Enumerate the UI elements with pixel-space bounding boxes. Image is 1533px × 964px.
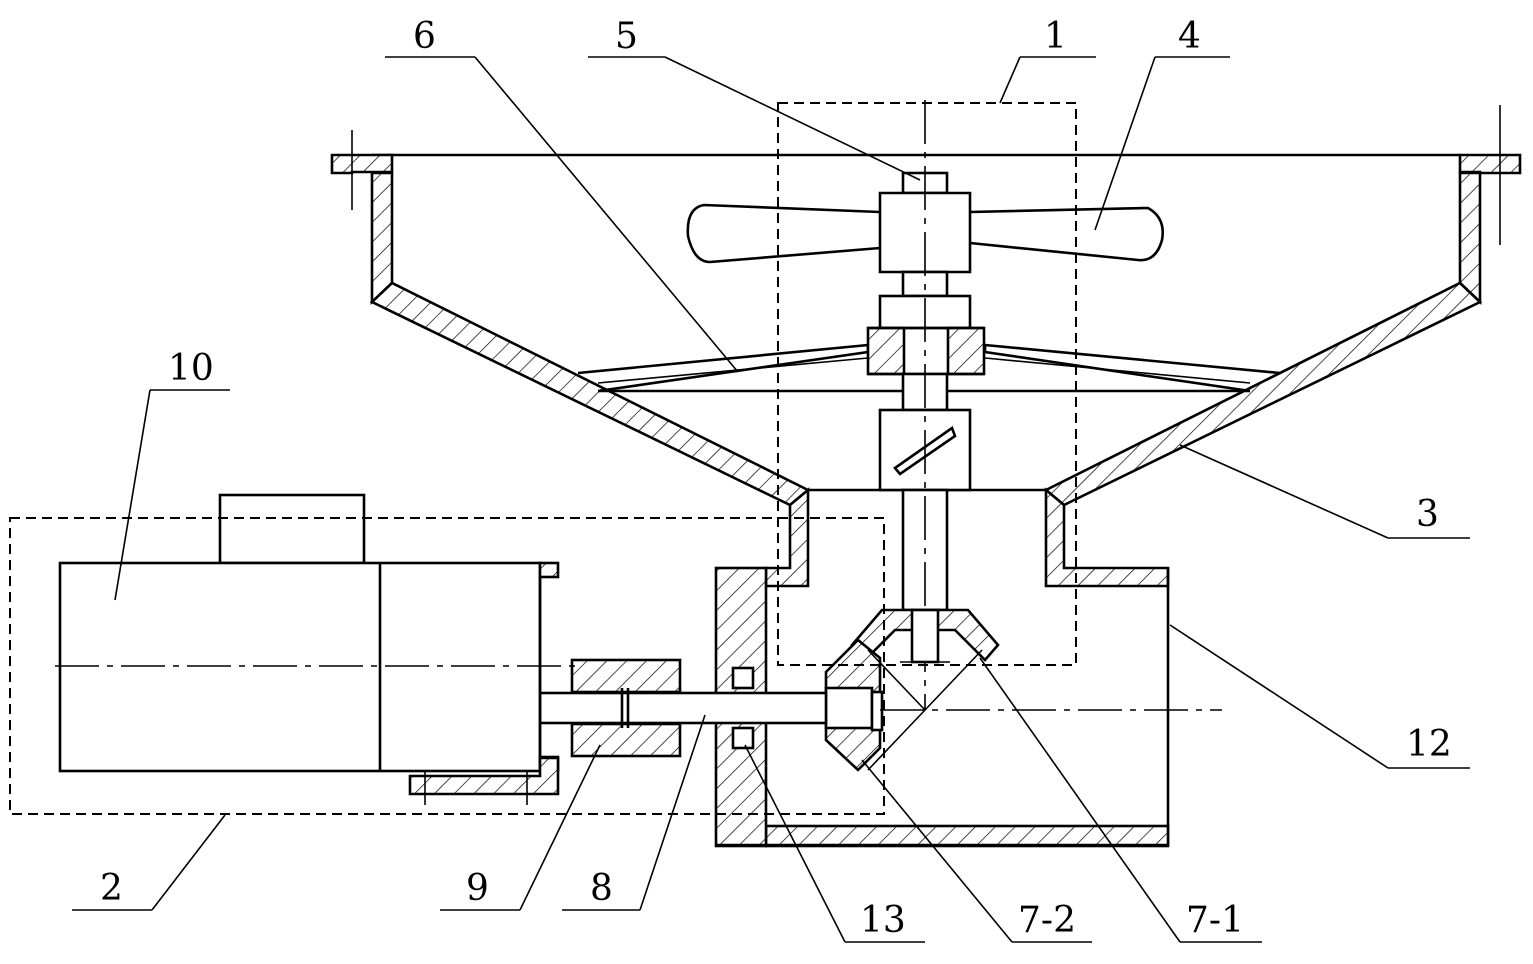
bevel-gears <box>824 608 1222 772</box>
label-6: 6 <box>413 16 436 57</box>
label-8: 8 <box>590 868 613 909</box>
label-1: 1 <box>1044 16 1067 57</box>
label-12: 12 <box>1406 724 1452 765</box>
leader-lines <box>72 56 1470 943</box>
motor <box>55 493 575 805</box>
label-5: 5 <box>615 16 638 57</box>
dashed-outlines <box>9 102 1077 815</box>
label-13: 13 <box>860 900 906 941</box>
label-3: 3 <box>1416 494 1439 535</box>
hopper <box>330 105 1522 588</box>
labels: 6 5 1 4 10 3 12 2 9 8 13 7-2 7-1 <box>100 16 1452 941</box>
drive-shaft <box>538 658 828 758</box>
label-7-1: 7-1 <box>1186 900 1244 941</box>
label-4: 4 <box>1178 16 1201 57</box>
label-9: 9 <box>466 868 489 909</box>
label-10: 10 <box>168 348 214 389</box>
impeller-assembly <box>686 100 1164 710</box>
label-2: 2 <box>100 868 123 909</box>
label-7-2: 7-2 <box>1018 900 1076 941</box>
